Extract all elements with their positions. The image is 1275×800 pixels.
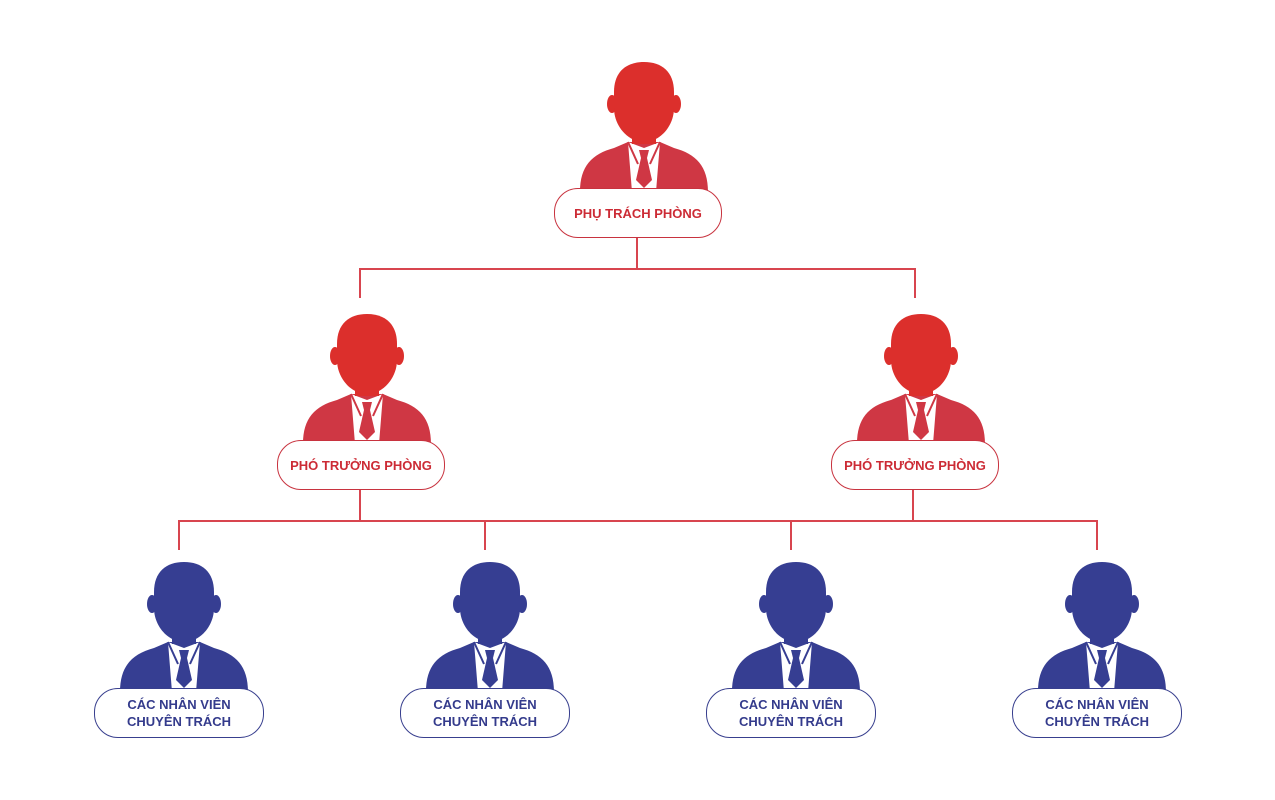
person-icon [426,562,554,692]
tie-shape [636,150,652,188]
node-label: PHÓ TRƯỞNG PHÒNG [277,440,445,490]
node-staff: CÁC NHÂN VIÊN CHUYÊN TRÁCH [94,562,274,752]
person-icon [580,62,708,192]
node-label: CÁC NHÂN VIÊN CHUYÊN TRÁCH [400,688,570,738]
node-deputy: PHÓ TRƯỞNG PHÒNG [831,314,1011,504]
node-head: PHỤ TRÁCH PHÒNG [554,62,734,252]
label-line: CHUYÊN TRÁCH [433,714,537,729]
node-deputy: PHÓ TRƯỞNG PHÒNG [277,314,457,504]
tie-shape [482,650,498,688]
label-line: CÁC NHÂN VIÊN [739,697,843,712]
collar-shape [473,641,507,665]
person-icon [732,562,860,692]
node-staff: CÁC NHÂN VIÊN CHUYÊN TRÁCH [400,562,580,752]
connector-line [484,520,486,550]
connector-line [636,238,638,269]
head-shape [891,314,951,394]
connector-line [914,268,916,298]
label-line: CÁC NHÂN VIÊN [433,697,537,712]
node-label: CÁC NHÂN VIÊN CHUYÊN TRÁCH [94,688,264,738]
node-label: CÁC NHÂN VIÊN CHUYÊN TRÁCH [1012,688,1182,738]
label-line: CHUYÊN TRÁCH [1045,714,1149,729]
head-shape [337,314,397,394]
head-shape [460,562,520,642]
collar-shape [627,141,661,165]
connector-line [790,520,792,550]
person-icon [1038,562,1166,692]
connector-line [178,520,180,550]
person-icon [120,562,248,692]
node-label: PHÓ TRƯỞNG PHÒNG [831,440,999,490]
person-icon [303,314,431,444]
label-line: CÁC NHÂN VIÊN [1045,697,1149,712]
connector-line [912,490,914,521]
collar-shape [167,641,201,665]
head-shape [766,562,826,642]
collar-shape [904,393,938,417]
connector-line [1096,520,1098,550]
tie-shape [788,650,804,688]
node-staff: CÁC NHÂN VIÊN CHUYÊN TRÁCH [706,562,886,752]
collar-shape [1085,641,1119,665]
tie-shape [359,402,375,440]
connector-line [359,268,915,270]
tie-shape [1094,650,1110,688]
node-label: PHỤ TRÁCH PHÒNG [554,188,722,238]
collar-shape [350,393,384,417]
label-line: PHÓ TRƯỞNG PHÒNG [844,457,986,473]
tie-shape [913,402,929,440]
label-line: CÁC NHÂN VIÊN [127,697,231,712]
tie-shape [176,650,192,688]
connector-line [178,520,1097,522]
node-staff: CÁC NHÂN VIÊN CHUYÊN TRÁCH [1012,562,1192,752]
connector-line [359,268,361,298]
label-line: CHUYÊN TRÁCH [127,714,231,729]
connector-line [359,490,361,521]
person-icon [857,314,985,444]
node-label: CÁC NHÂN VIÊN CHUYÊN TRÁCH [706,688,876,738]
label-line: PHÓ TRƯỞNG PHÒNG [290,457,432,473]
head-shape [1072,562,1132,642]
head-shape [614,62,674,142]
label-line: CHUYÊN TRÁCH [739,714,843,729]
collar-shape [779,641,813,665]
head-shape [154,562,214,642]
label-line: PHỤ TRÁCH PHÒNG [574,205,702,221]
